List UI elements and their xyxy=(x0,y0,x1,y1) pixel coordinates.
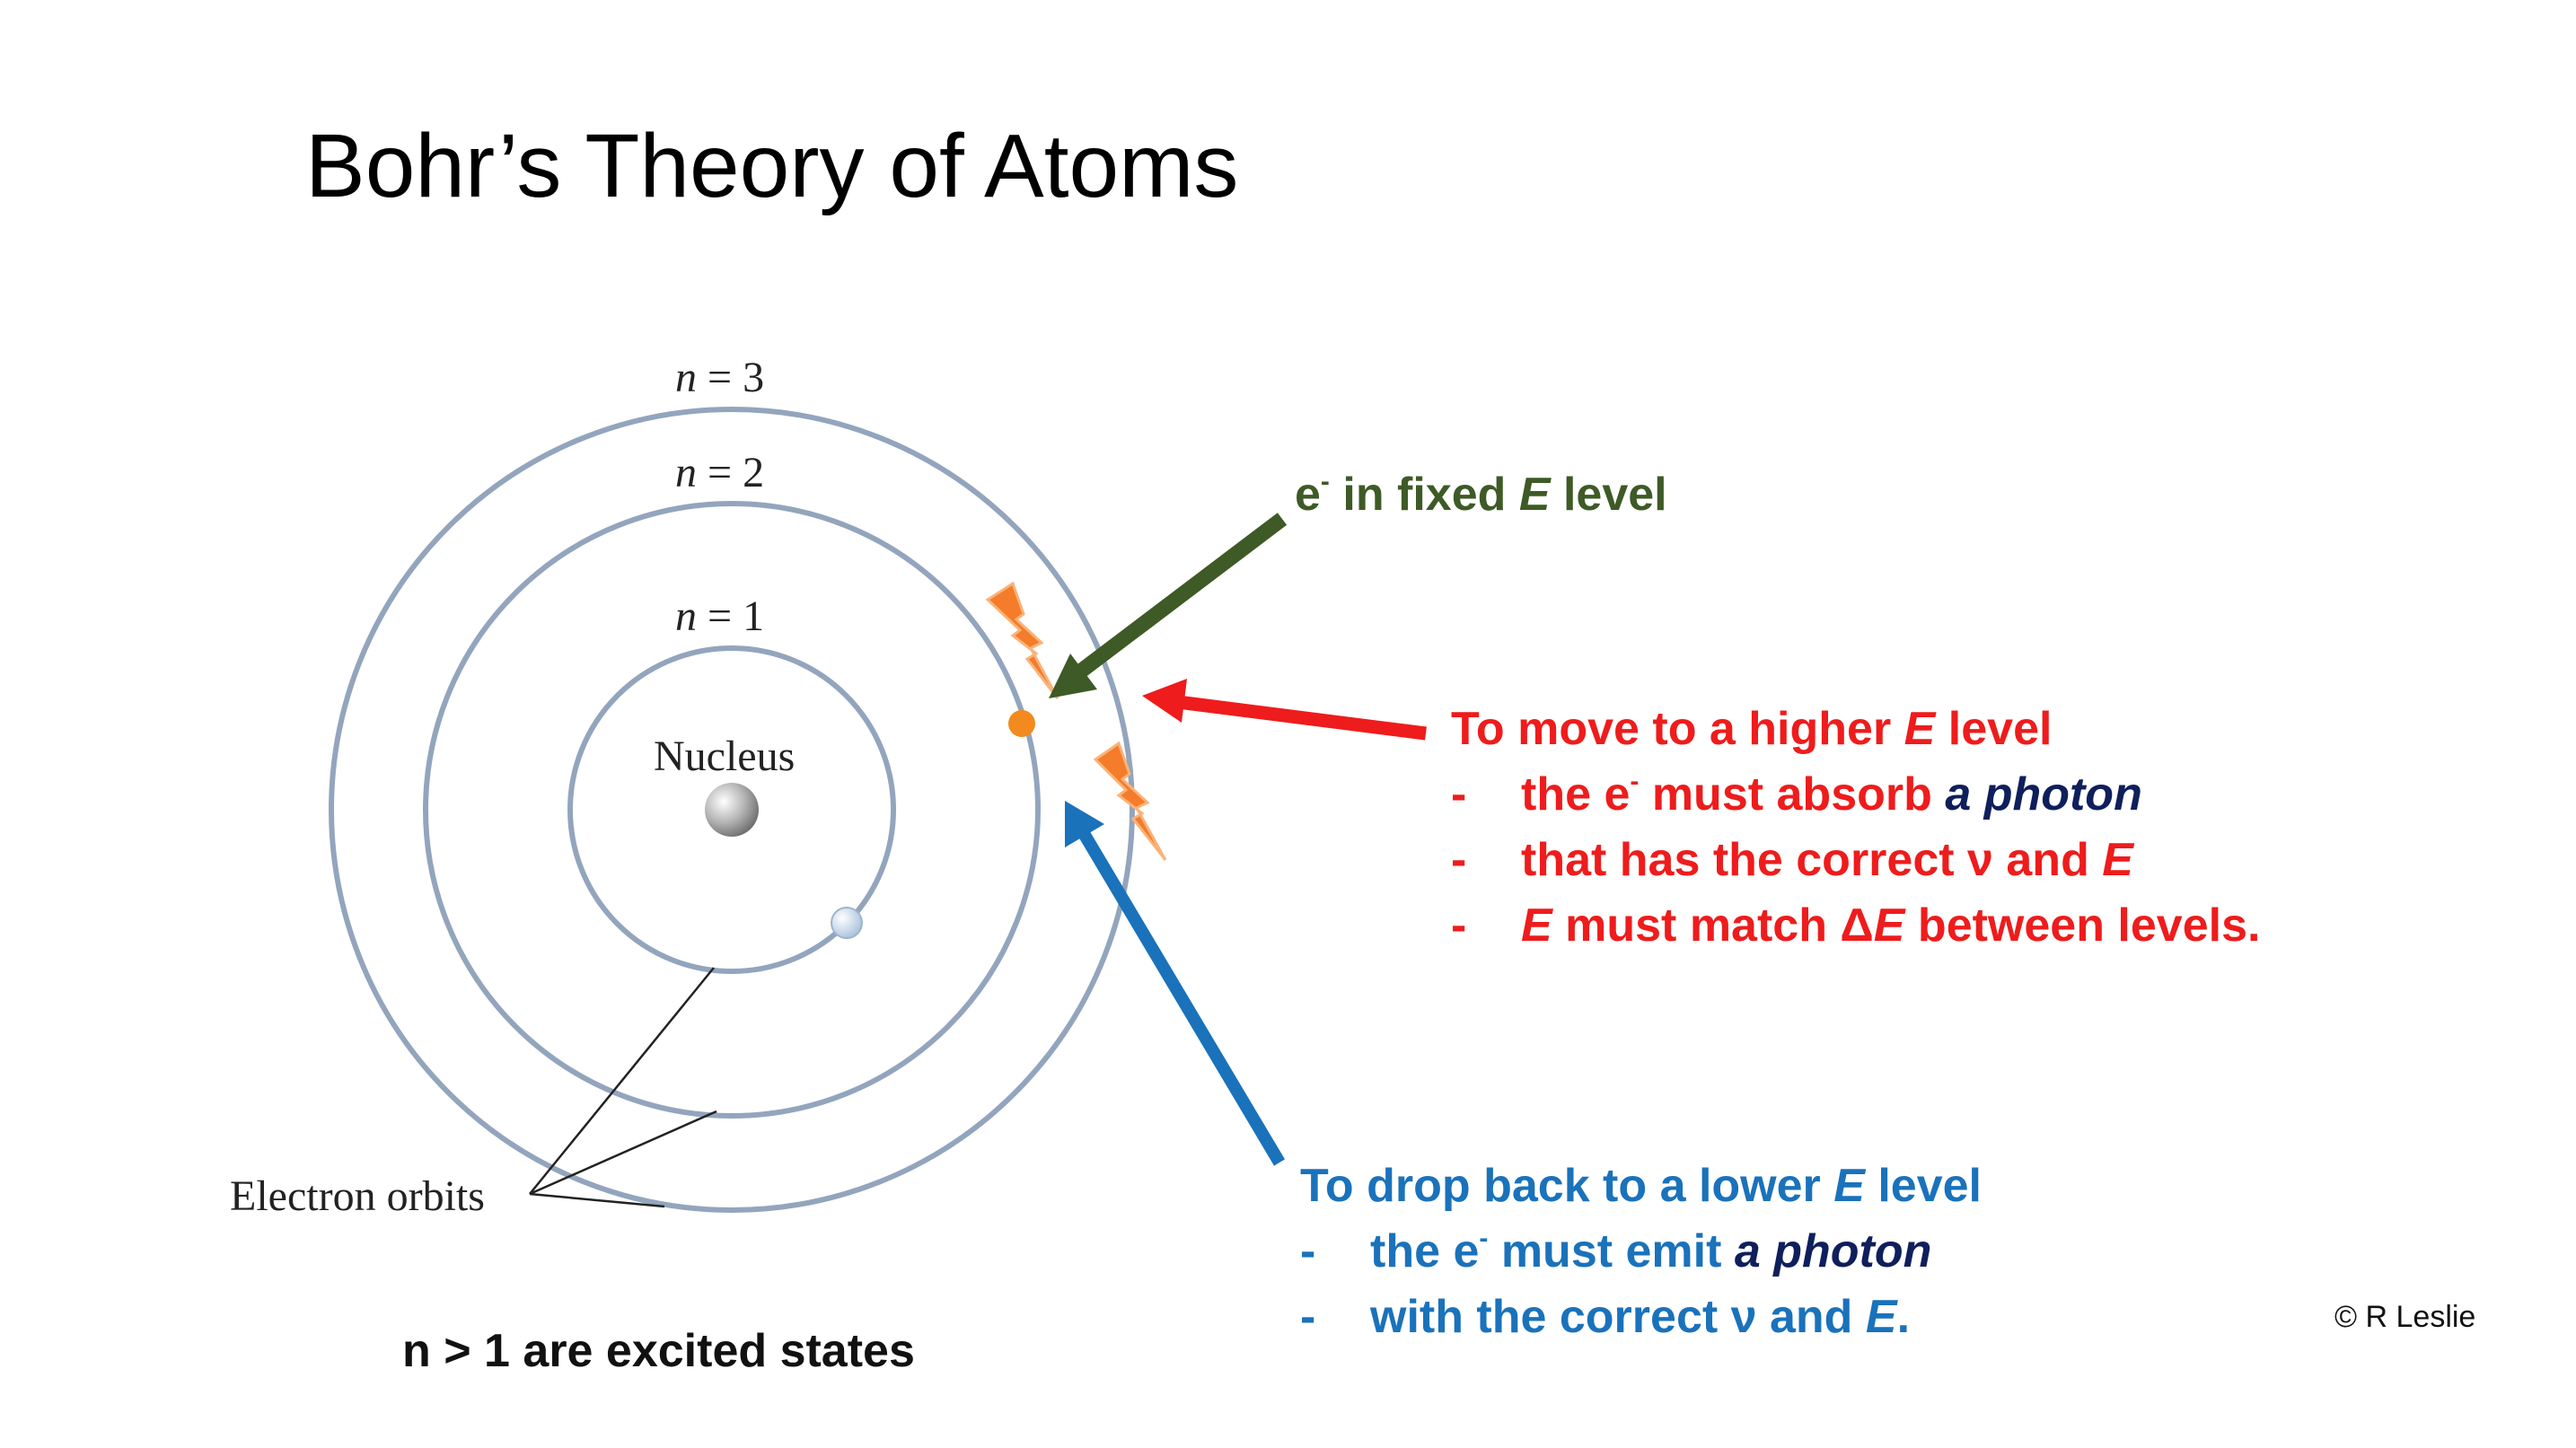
excited-states-note: n > 1 are excited states xyxy=(402,1325,915,1377)
orbit-label-n1: n = 1 xyxy=(675,592,764,640)
electron-excited xyxy=(1008,710,1035,737)
red-arrow-shaft xyxy=(1177,695,1427,741)
green-arrow-shaft xyxy=(1070,513,1288,681)
electron-orbits-pointer-lines xyxy=(529,967,717,1208)
absorb-explanation: To move to a higher E level -the e- must… xyxy=(1451,697,2260,959)
emit-explanation: To drop back to a lower E level -the e- … xyxy=(1300,1154,1982,1350)
electron-inner xyxy=(831,907,863,939)
fixed-level-label: e- in fixed E level xyxy=(1295,467,1667,522)
absorb-heading: To move to a higher E level xyxy=(1451,703,2053,755)
slide-title: Bohr’s Theory of Atoms xyxy=(305,116,1239,216)
absorb-bullet-2: -that has the correct ν and E xyxy=(1451,834,2133,886)
copyright: © R Leslie xyxy=(2334,1300,2476,1334)
blue-arrowhead xyxy=(1065,801,1104,847)
orbit-n3 xyxy=(329,407,1135,1213)
orbit-n1 xyxy=(567,645,896,974)
absorb-bullet-1: -the e- must absorb a photon xyxy=(1451,767,2142,821)
emit-heading: To drop back to a lower E level xyxy=(1300,1160,1983,1212)
photon-lightning-icon-lower xyxy=(1093,741,1167,861)
green-arrowhead xyxy=(1049,654,1097,698)
nucleus xyxy=(705,783,759,837)
emit-bullet-1: -the e- must emit a photon xyxy=(1300,1224,1932,1278)
absorb-bullet-3: -E must match ΔE between levels. xyxy=(1451,900,2261,952)
orbit-label-n3: n = 3 xyxy=(675,354,764,401)
blue-arrow-shaft xyxy=(1076,827,1286,1166)
nucleus-label: Nucleus xyxy=(654,733,795,780)
electron-orbits-label: Electron orbits xyxy=(230,1172,485,1220)
photon-lightning-icon-upper xyxy=(985,581,1059,699)
red-arrowhead xyxy=(1142,679,1187,723)
orbit-label-n2: n = 2 xyxy=(675,449,764,496)
emit-bullet-2: -with the correct ν and E. xyxy=(1300,1291,1911,1343)
orbit-n2 xyxy=(423,501,1041,1119)
